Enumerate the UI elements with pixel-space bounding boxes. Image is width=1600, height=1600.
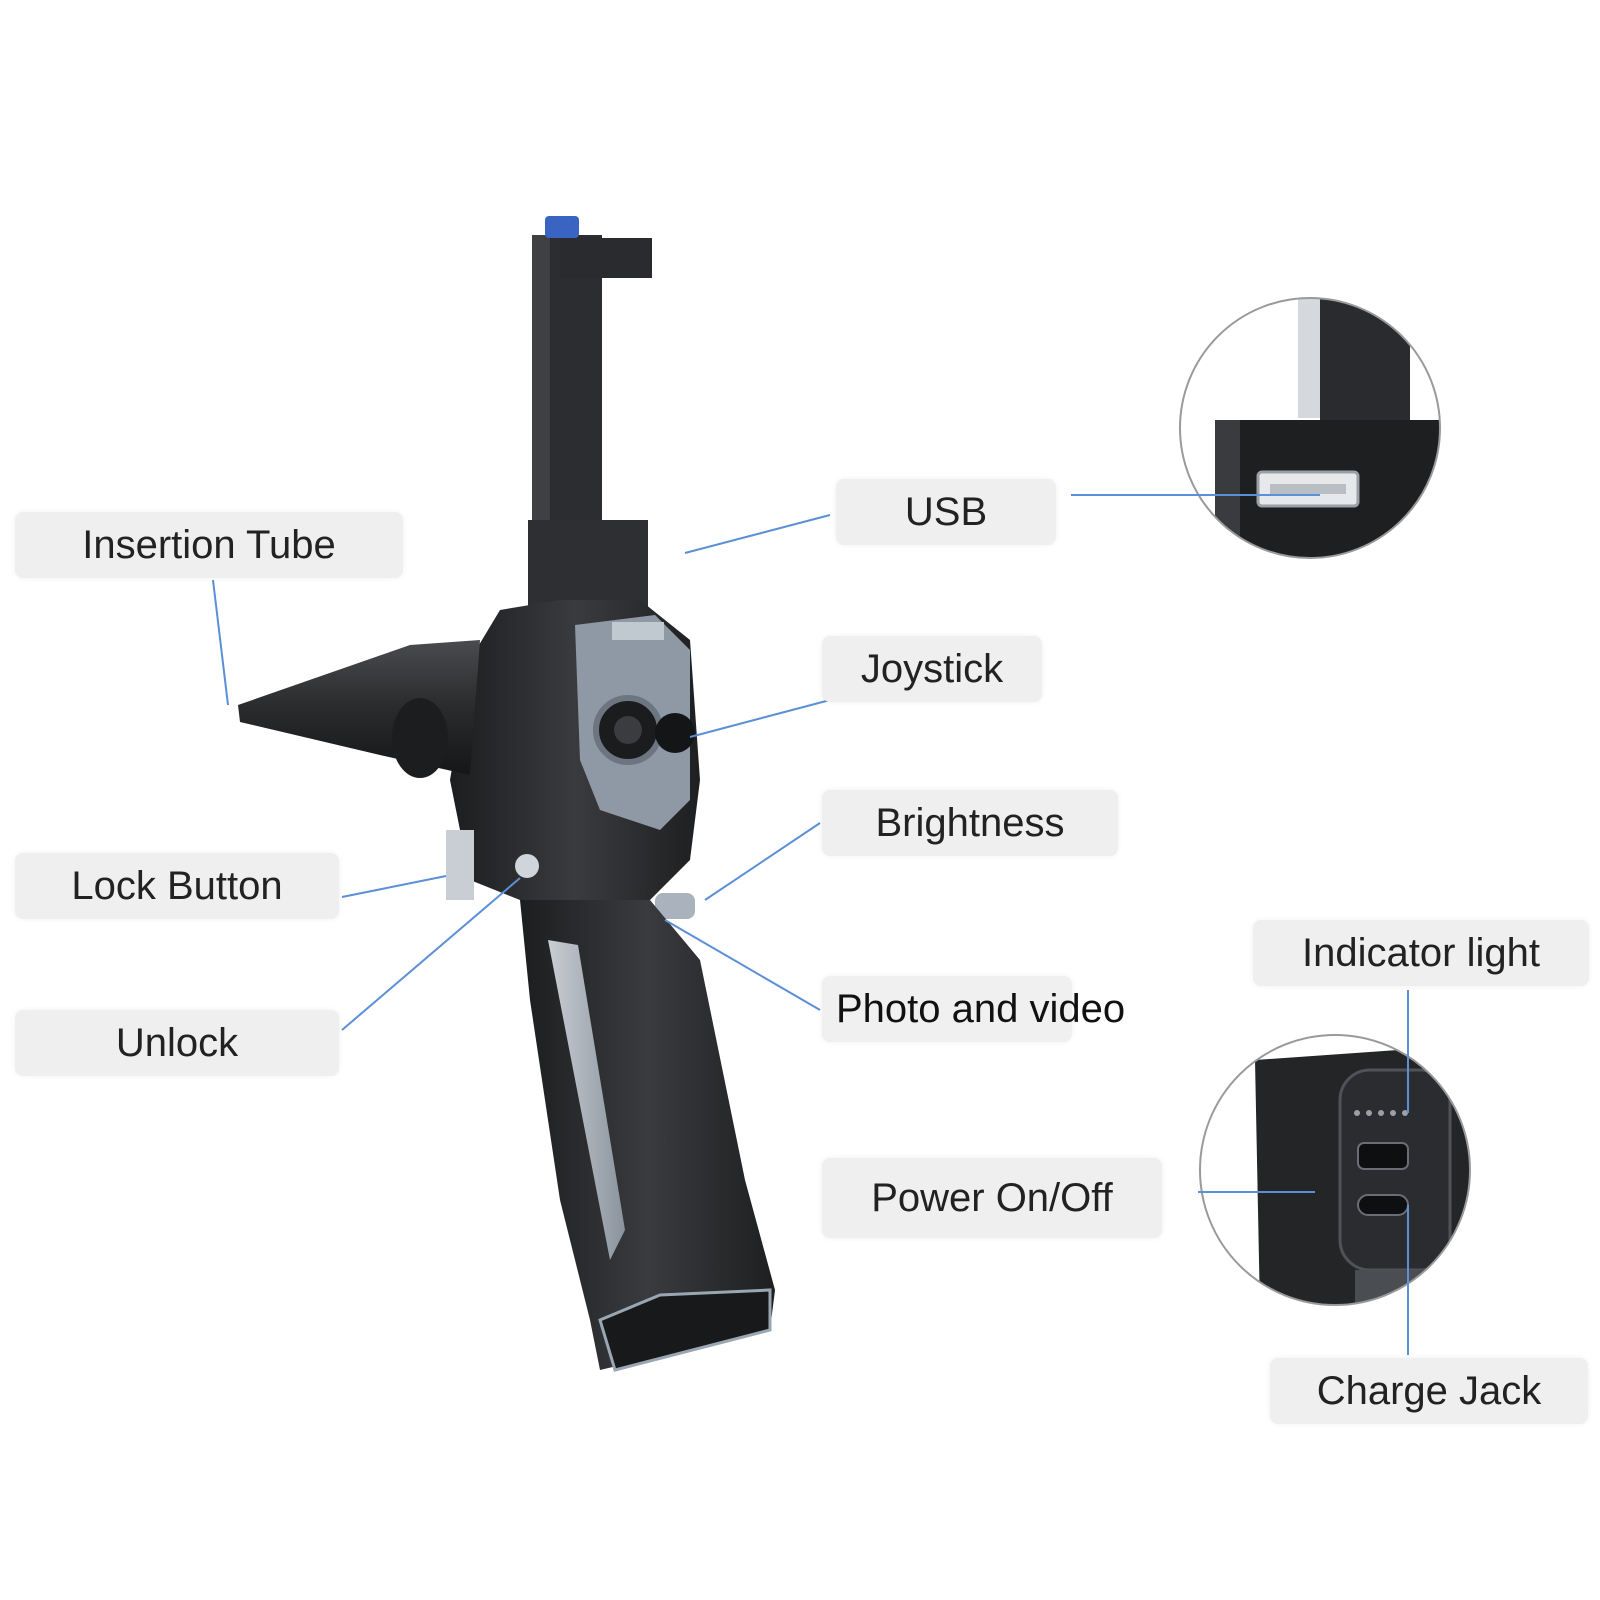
leader-usb bbox=[684, 514, 831, 554]
leader-brightness bbox=[704, 822, 821, 901]
label-indicator-light: Indicator light bbox=[1253, 920, 1589, 986]
label-charge-jack: Charge Jack bbox=[1270, 1358, 1588, 1424]
blue-cap bbox=[545, 216, 579, 238]
endoscope-device bbox=[238, 216, 775, 1372]
leader-unlock bbox=[341, 877, 521, 1031]
grip-base bbox=[598, 1288, 772, 1372]
label-power-on-off: Power On/Off bbox=[822, 1158, 1162, 1238]
label-photo-and-video: Photo and video bbox=[822, 976, 1125, 1042]
charge-jack bbox=[1357, 1194, 1409, 1216]
side-buttons bbox=[655, 893, 695, 919]
leader-lines bbox=[212, 494, 1409, 1355]
label-insertion-tube: Insertion Tube bbox=[15, 512, 403, 578]
label-lock-button: Lock Button bbox=[15, 853, 339, 919]
leader-insertion-tube bbox=[212, 579, 229, 706]
unlock-button bbox=[515, 854, 539, 878]
grip-strip bbox=[548, 940, 625, 1260]
mast-head bbox=[560, 238, 652, 278]
indicator-light-dots bbox=[1354, 1110, 1408, 1116]
leader-joystick bbox=[689, 699, 831, 738]
label-brightness: Brightness bbox=[822, 790, 1118, 856]
label-usb: USB bbox=[836, 479, 1056, 545]
label-unlock: Unlock bbox=[15, 1010, 339, 1076]
power-inset bbox=[1199, 1034, 1471, 1306]
lock-lever bbox=[446, 830, 474, 900]
power-button bbox=[1357, 1142, 1409, 1170]
leader-photo-video bbox=[664, 919, 821, 1011]
leader-lock-button bbox=[341, 875, 447, 898]
usb-inset bbox=[1179, 297, 1441, 559]
label-joystick: Joystick bbox=[822, 636, 1042, 702]
